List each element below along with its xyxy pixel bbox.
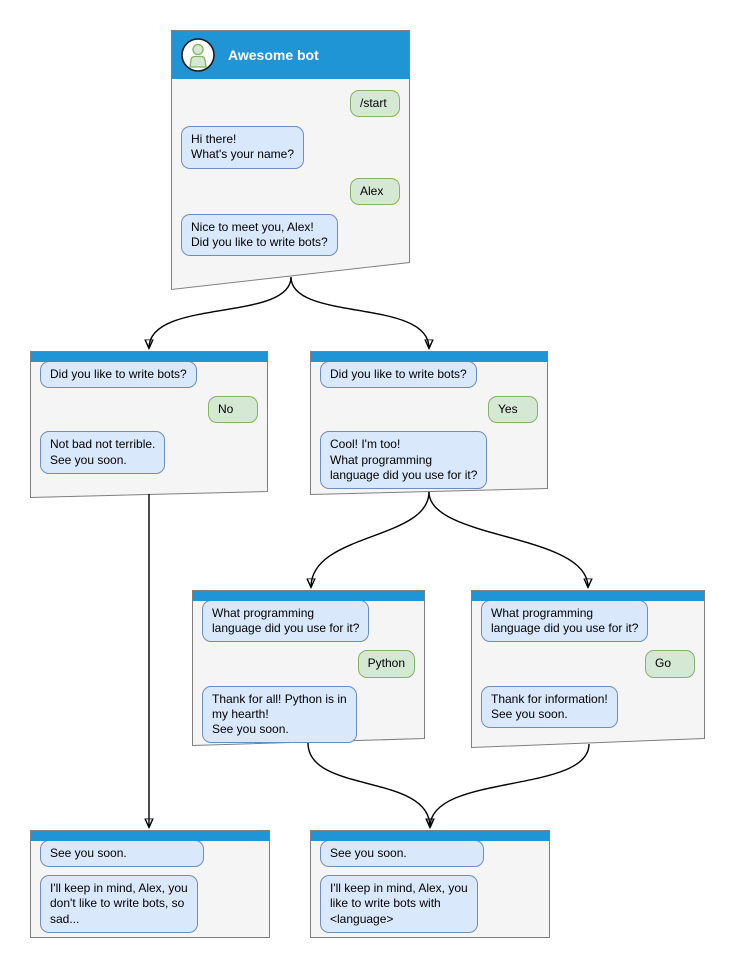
chat-header-strip — [31, 352, 267, 362]
message-list: See you soon. I'll keep in mind, Alex, y… — [30, 840, 270, 933]
message-list: Did you like to write bots? No Not bad n… — [30, 361, 268, 474]
chat-window-end-no: See you soon. I'll keep in mind, Alex, y… — [30, 830, 270, 938]
user-message-bubble: Go — [645, 650, 695, 678]
bot-message-bubble: Hi there! What's your name? — [181, 126, 305, 169]
user-message-bubble: No — [208, 396, 258, 424]
message-list: What programming language did you use fo… — [471, 600, 705, 729]
chat-window-branch-go: What programming language did you use fo… — [471, 590, 705, 749]
chat-window-branch-python: What programming language did you use fo… — [192, 590, 425, 747]
edge-yes-to-python — [311, 491, 430, 587]
bot-message-bubble: Not bad not terrible. See you soon. — [40, 431, 166, 474]
user-message-bubble: Python — [357, 650, 415, 678]
chat-window-branch-yes: Did you like to write bots? Yes Cool! I'… — [310, 351, 548, 496]
chat-header: Awesome bot — [172, 31, 409, 79]
chat-window-branch-no: Did you like to write bots? No Not bad n… — [30, 351, 268, 499]
chat-header-strip — [472, 591, 704, 601]
bot-message-bubble: See you soon. — [40, 840, 204, 868]
bot-message-bubble: Cool! I'm too! What programming language… — [320, 431, 488, 490]
bot-message-bubble: Nice to meet you, Alex! Did you like to … — [181, 213, 338, 257]
bot-message-bubble: Thank for all! Python is in my hearth! S… — [202, 685, 357, 744]
chat-header-strip — [311, 831, 549, 841]
message-list: Did you like to write bots? Yes Cool! I'… — [310, 361, 548, 490]
bot-message-bubble: Did you like to write bots? — [320, 361, 477, 389]
person-icon — [181, 38, 215, 72]
chat-header-strip — [193, 591, 424, 601]
bot-message-bubble: What programming language did you use fo… — [481, 600, 649, 643]
bot-message-bubble: Thank for information! See you soon. — [481, 685, 618, 729]
edge-go-to-end — [430, 743, 590, 827]
bot-message-bubble: I'll keep in mind, Alex, you like to wri… — [320, 875, 478, 933]
bot-message-bubble: What programming language did you use fo… — [202, 600, 370, 643]
message-list: See you soon. I'll keep in mind, Alex, y… — [310, 840, 550, 933]
user-message-bubble: Yes — [488, 396, 538, 424]
chat-window-main: Awesome bot /start Hi there! What's your… — [171, 30, 410, 291]
user-message-bubble: /start — [350, 90, 400, 118]
chat-header-strip — [311, 352, 547, 362]
message-list: What programming language did you use fo… — [192, 600, 425, 744]
bot-message-bubble: I'll keep in mind, Alex, you don't like … — [40, 875, 198, 933]
bot-name-title: Awesome bot — [228, 47, 319, 63]
chat-window-end-language: See you soon. I'll keep in mind, Alex, y… — [310, 830, 550, 938]
bot-message-bubble: Did you like to write bots? — [40, 361, 197, 389]
message-list: /start Hi there! What's your name? Alex … — [171, 78, 410, 257]
chat-header-strip — [31, 831, 269, 841]
edge-yes-to-go — [428, 491, 588, 587]
user-message-bubble: Alex — [350, 177, 400, 205]
bot-avatar — [181, 38, 215, 72]
bot-message-bubble: See you soon. — [320, 840, 484, 868]
edge-python-to-end — [307, 742, 430, 827]
